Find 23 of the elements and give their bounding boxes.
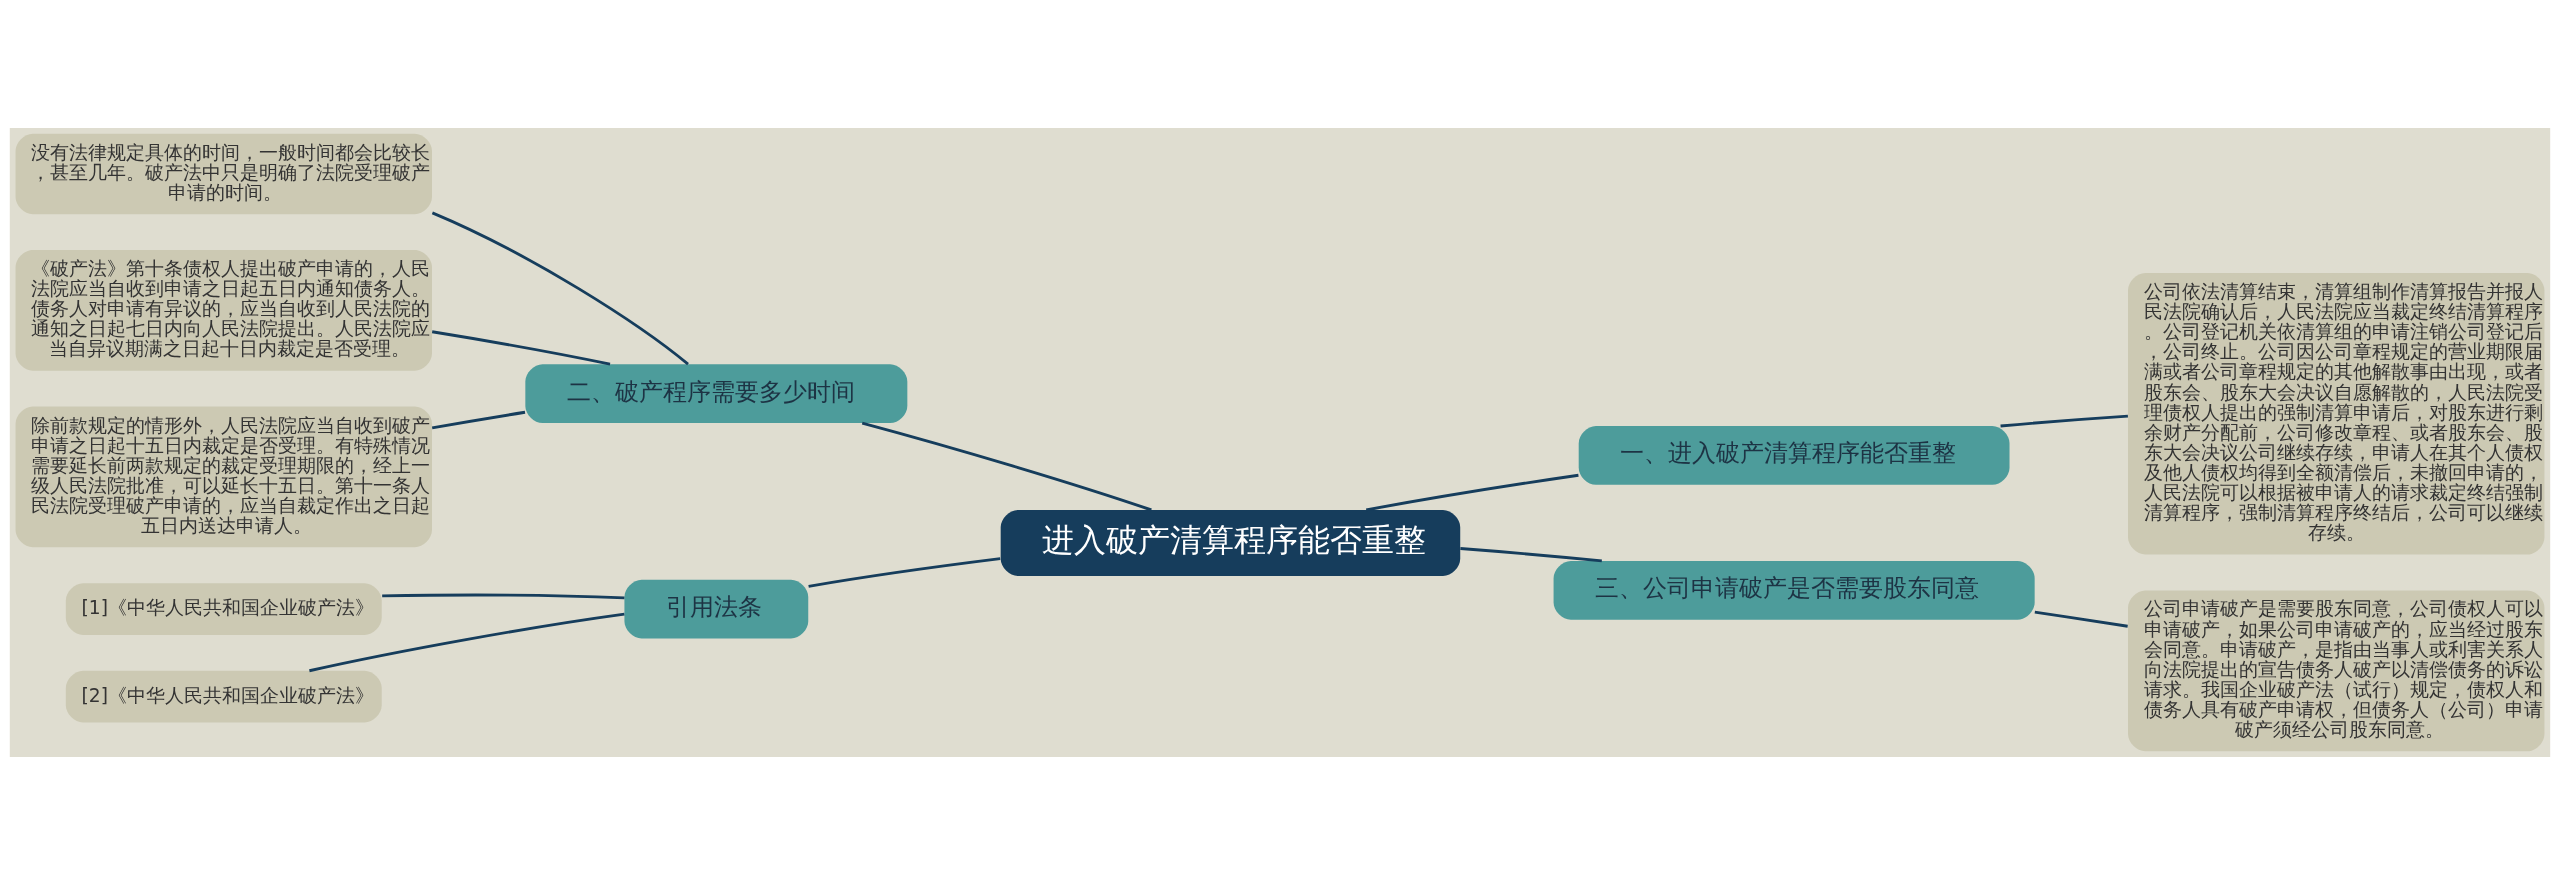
connector (2000, 414, 2128, 427)
node-box: 进入破产清算程序能否重整 (1000, 509, 1461, 576)
node-box: 二、破产程序需要多少时间 (525, 363, 908, 423)
node-box: 三、公司申请破产是否需要股东同意 (1553, 560, 2035, 620)
connector (1460, 546, 1602, 562)
connector (808, 556, 1001, 588)
node-box: 引用法条 (624, 579, 809, 638)
node-box: 除前款规定的情形外，人民法院应当自收到破产申请之日起十五日内裁定是否受理。有特殊情况需要延长前两款规定的裁定受理期限的，经上一级人民法院批准，可以延长十五日。第十一条人民法院受理破产申请的，应当自裁定作出之日起五日内送达申请人。 (15, 406, 432, 547)
node-box: 《破产法》第十条债权人提出破产申请的，人民法院应当自收到申请之日起五日内通知债务人。债务人对申请有异议的，应当自收到人民法院的通知之日起七日内向人民法院提出。人民法院应当自异议期满之日起十日内裁定是否受理。 (15, 249, 432, 371)
node-box: [1]《中华人民共和国企业破产法》 (65, 582, 382, 635)
connector (309, 612, 625, 672)
node-box: 公司申请破产是需要股东同意，公司债权人可以申请破产，如果公司申请破产的，应当经过股东会同意。申请破产，是指由当事人或利害关系人向法院提出的宣告债务人破产以清偿债务的诉讼请求。我国企业破产法（试行）规定，债权人和债务人具有破产申请权，但债务人（公司）申请破产须经公司股东同意。 (2128, 589, 2545, 751)
connector (431, 211, 689, 365)
connector (431, 410, 526, 429)
connector (861, 421, 1152, 511)
node-box: 公司依法清算结束，清算组制作清算报告并报人民法院确认后，人民法院应当裁定终结清算程序。公司登记机关依清算组的申请注销公司登记后，公司终止。公司因公司章程规定的营业期限届满或者公司章程规定的其他解散事由出现，或者股东会、股东大会决议自愿解散的，人民法院受理债权人提出的强制清算申请后，对股东进行剩余财产分配前，公司修改章程、或者股东会、股东大会决议公司继续存续，申请人在其个人债权及他人债权均得到全额清偿后，未撤回申请的，人民法院可以根据被申请人的请求裁定终结强制清算程序，强制清算程序终结后，公司可以继续存续。 (2128, 272, 2545, 554)
node-box: [2]《中华人民共和国企业破产法》 (65, 670, 382, 723)
node-box: 没有法律规定具体的时间，一般时间都会比较长，甚至几年。破产法中只是明确了法院受理破产申请的时间。 (15, 133, 432, 214)
connector (1365, 473, 1579, 511)
node-box: 一、进入破产清算程序能否重整 (1578, 425, 2010, 485)
connector (382, 593, 625, 599)
connector (431, 329, 611, 365)
connector (2034, 610, 2128, 628)
